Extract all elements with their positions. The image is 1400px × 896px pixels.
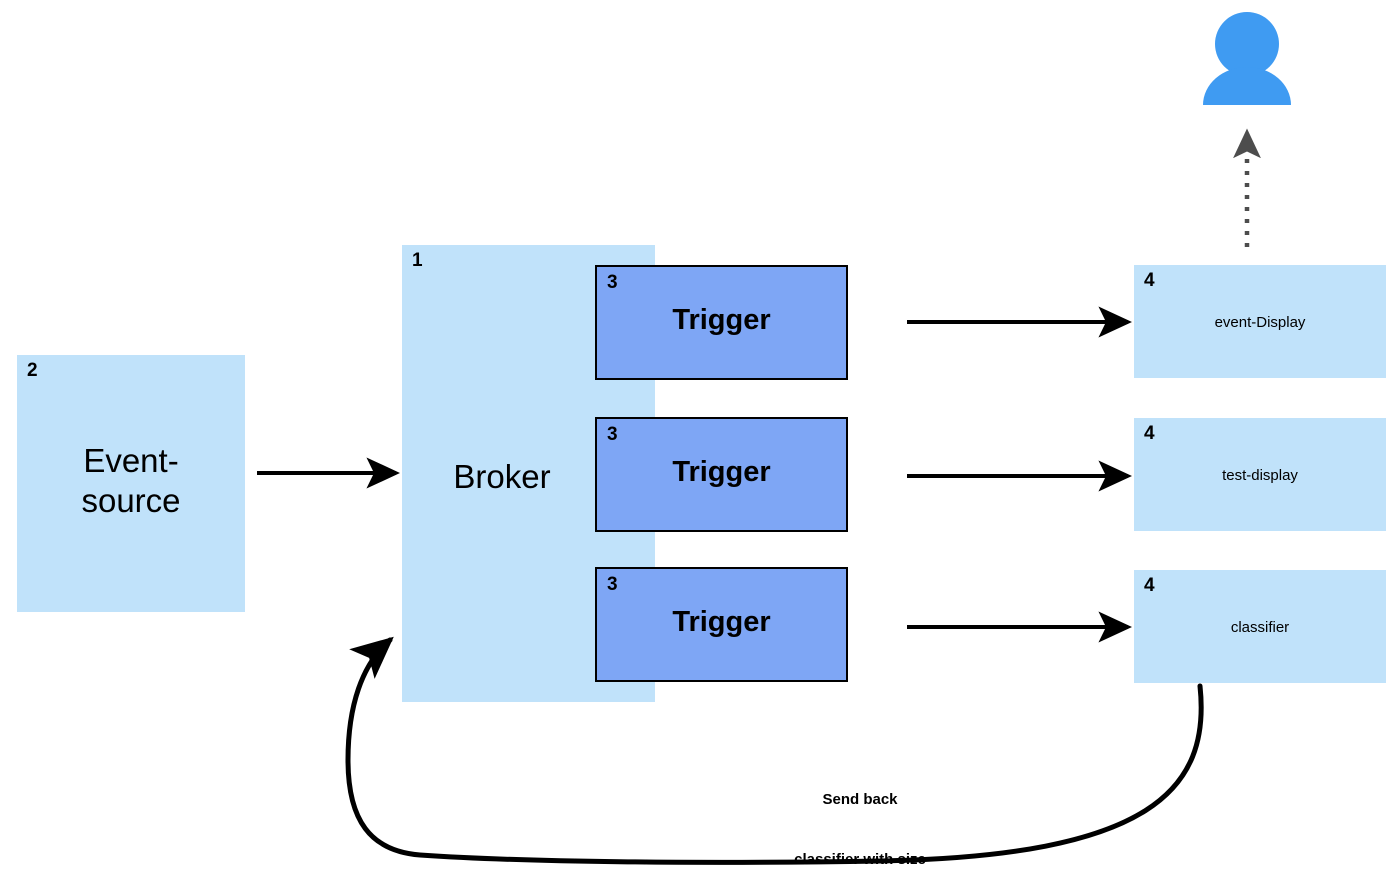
node-service-test-display-badge: 4: [1144, 423, 1155, 444]
node-event-source-title-line1: Event-: [83, 442, 179, 479]
node-trigger-3-title: Trigger: [672, 606, 771, 638]
node-trigger-2[interactable]: 3 Trigger: [595, 417, 848, 532]
node-event-source-title-line2: source: [81, 482, 181, 520]
node-service-event-display-title: event-Display: [1214, 314, 1306, 331]
node-trigger-1-badge: 3: [607, 272, 618, 293]
person-icon: [1203, 12, 1291, 105]
node-trigger-1[interactable]: 3 Trigger: [595, 265, 848, 380]
node-trigger-1-title: Trigger: [672, 304, 771, 336]
node-service-event-display-badge: 4: [1144, 270, 1155, 291]
node-event-source-title: Event- source: [17, 441, 245, 522]
node-trigger-3-badge: 3: [607, 574, 618, 595]
feedback-caption-line-2: classifier with size: [794, 850, 926, 868]
node-service-classifier[interactable]: 4 classifier: [1134, 570, 1386, 683]
node-trigger-2-badge: 3: [607, 424, 618, 445]
node-broker-title: Broker: [453, 458, 551, 495]
node-service-event-display[interactable]: 4 event-Display: [1134, 265, 1386, 378]
feedback-caption-line-1: Send back: [822, 790, 898, 808]
node-trigger-3[interactable]: 3 Trigger: [595, 567, 848, 682]
feedback-caption: Send back classifier with size (“small” …: [730, 750, 990, 896]
node-broker-badge: 1: [412, 250, 423, 271]
node-service-test-display-title: test-display: [1222, 467, 1298, 484]
node-service-classifier-badge: 4: [1144, 575, 1155, 596]
node-event-source-badge: 2: [27, 360, 38, 381]
node-service-classifier-title: classifier: [1230, 619, 1290, 636]
node-service-test-display[interactable]: 4 test-display: [1134, 418, 1386, 531]
node-trigger-2-title: Trigger: [672, 456, 771, 488]
node-event-source[interactable]: 2 Event- source: [17, 355, 245, 612]
